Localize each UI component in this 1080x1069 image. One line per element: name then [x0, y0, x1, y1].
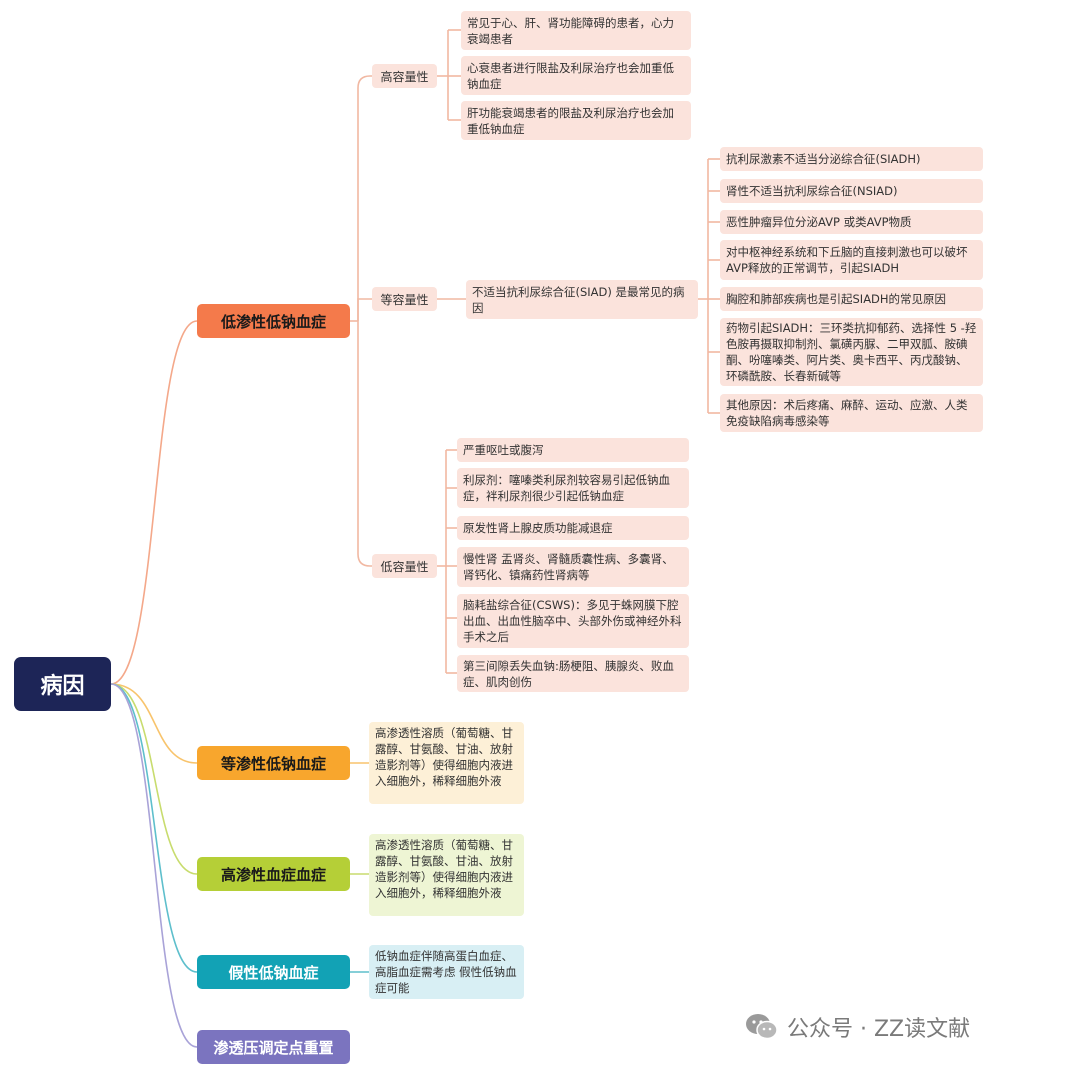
sub-high-volume[interactable]: 高容量性: [372, 64, 437, 88]
leaf-text: 常见于心、肝、肾功能障碍的患者，心力衰竭患者: [467, 15, 674, 46]
leaf-text: 不适当抗利尿综合征(SIAD) 是最常见的病因: [472, 284, 685, 315]
leaf-node[interactable]: 脑耗盐综合征(CSWS)：多见于蛛网膜下腔出血、出血性脑卒中、头部外伤或神经外科…: [457, 594, 689, 648]
watermark-text: 公众号 · ZZ读文献: [787, 1017, 971, 1042]
leaf-text: 高渗透性溶质（葡萄糖、甘露醇、甘氨酸、甘油、放射造影剂等）使得细胞内液进入细胞外…: [375, 838, 513, 900]
detail-pseudo[interactable]: 低钠血症伴随高蛋白血症、高脂血症需考虑 假性低钠血症可能: [369, 945, 524, 999]
wechat-icon: [746, 1014, 778, 1040]
watermark: 公众号 · ZZ读文献: [745, 1010, 1055, 1044]
detail-hypertonic[interactable]: 高渗透性溶质（葡萄糖、甘露醇、甘氨酸、甘油、放射造影剂等）使得细胞内液进入细胞外…: [369, 834, 524, 916]
leaf-text: 抗利尿激素不适当分泌综合征(SIADH): [726, 152, 921, 166]
leaf-text: 对中枢神经系统和下丘脑的直接刺激也可以破坏AVP释放的正常调节，引起SIADH: [726, 245, 968, 275]
leaf-text: 肝功能衰竭患者的限盐及利尿治疗也会加重低钠血症: [467, 105, 674, 136]
leaf-node[interactable]: 心衰患者进行限盐及利尿治疗也会加重低钠血症: [461, 56, 691, 95]
leaf-text: 原发性肾上腺皮质功能减退症: [463, 521, 613, 535]
branch-hypotonic[interactable]: 低渗性低钠血症: [197, 304, 350, 338]
leaf-text: 心衰患者进行限盐及利尿治疗也会加重低钠血症: [467, 60, 674, 91]
leaf-text: 药物引起SIADH：三环类抗抑郁药、选择性 5 -羟色胺再摄取抑制剂、氯磺丙脲、…: [726, 321, 977, 383]
leaf-node[interactable]: 抗利尿激素不适当分泌综合征(SIADH): [720, 147, 983, 171]
root-node[interactable]: 病因: [14, 657, 111, 711]
leaf-node[interactable]: 慢性肾 盂肾炎、肾髓质囊性病、多囊肾、肾钙化、镇痛药性肾病等: [457, 547, 689, 587]
leaf-node[interactable]: 胸腔和肺部疾病也是引起SIADH的常见原因: [720, 287, 983, 311]
detail-isotonic[interactable]: 高渗透性溶质（葡萄糖、甘露醇、甘氨酸、甘油、放射造影剂等）使得细胞内液进入细胞外…: [369, 722, 524, 804]
leaf-node[interactable]: 对中枢神经系统和下丘脑的直接刺激也可以破坏AVP释放的正常调节，引起SIADH: [720, 240, 983, 280]
leaf-text: 胸腔和肺部疾病也是引起SIADH的常见原因: [726, 292, 947, 306]
leaf-node[interactable]: 利尿剂：噻嗪类利尿剂较容易引起低钠血症，袢利尿剂很少引起低钠血症: [457, 468, 689, 508]
leaf-node[interactable]: 肾性不适当抗利尿综合征(NSIAD): [720, 179, 983, 203]
leaf-node[interactable]: 肝功能衰竭患者的限盐及利尿治疗也会加重低钠血症: [461, 101, 691, 140]
leaf-node[interactable]: 其他原因：术后疼痛、麻醉、运动、应激、人类免疫缺陷病毒感染等: [720, 394, 983, 432]
leaf-node[interactable]: 第三间隙丢失血钠:肠梗阻、胰腺炎、败血症、肌肉创伤: [457, 655, 689, 692]
leaf-text: 严重呕吐或腹泻: [463, 443, 544, 457]
leaf-text: 恶性肿瘤异位分泌AVP 或类AVP物质: [726, 215, 912, 229]
leaf-node[interactable]: 严重呕吐或腹泻: [457, 438, 689, 462]
branch-hypertonic[interactable]: 高渗性血症血症: [197, 857, 350, 891]
branch-isotonic[interactable]: 等渗性低钠血症: [197, 746, 350, 780]
leaf-text: 脑耗盐综合征(CSWS)：多见于蛛网膜下腔出血、出血性脑卒中、头部外伤或神经外科…: [463, 598, 682, 644]
leaf-node[interactable]: 原发性肾上腺皮质功能减退症: [457, 516, 689, 540]
sub-normal-volume[interactable]: 等容量性: [372, 287, 437, 311]
leaf-text: 第三间隙丢失血钠:肠梗阻、胰腺炎、败血症、肌肉创伤: [463, 658, 674, 689]
leaf-text: 慢性肾 盂肾炎、肾髓质囊性病、多囊肾、肾钙化、镇痛药性肾病等: [463, 552, 674, 582]
sub-low-volume[interactable]: 低容量性: [372, 554, 437, 578]
leaf-text: 其他原因：术后疼痛、麻醉、运动、应激、人类免疫缺陷病毒感染等: [726, 398, 968, 428]
leaf-node[interactable]: 常见于心、肝、肾功能障碍的患者，心力衰竭患者: [461, 11, 691, 50]
leaf-text: 高渗透性溶质（葡萄糖、甘露醇、甘氨酸、甘油、放射造影剂等）使得细胞内液进入细胞外…: [375, 726, 513, 788]
leaf-node[interactable]: 恶性肿瘤异位分泌AVP 或类AVP物质: [720, 210, 983, 234]
leaf-text: 肾性不适当抗利尿综合征(NSIAD): [726, 184, 898, 198]
branch-reset-osmostat[interactable]: 渗透压调定点重置: [197, 1030, 350, 1064]
siad-node[interactable]: 不适当抗利尿综合征(SIAD) 是最常见的病因: [466, 280, 698, 319]
leaf-text: 利尿剂：噻嗪类利尿剂较容易引起低钠血症，袢利尿剂很少引起低钠血症: [463, 473, 670, 503]
leaf-node[interactable]: 药物引起SIADH：三环类抗抑郁药、选择性 5 -羟色胺再摄取抑制剂、氯磺丙脲、…: [720, 318, 983, 386]
leaf-text: 低钠血症伴随高蛋白血症、高脂血症需考虑 假性低钠血症可能: [375, 949, 517, 995]
branch-pseudo[interactable]: 假性低钠血症: [197, 955, 350, 989]
